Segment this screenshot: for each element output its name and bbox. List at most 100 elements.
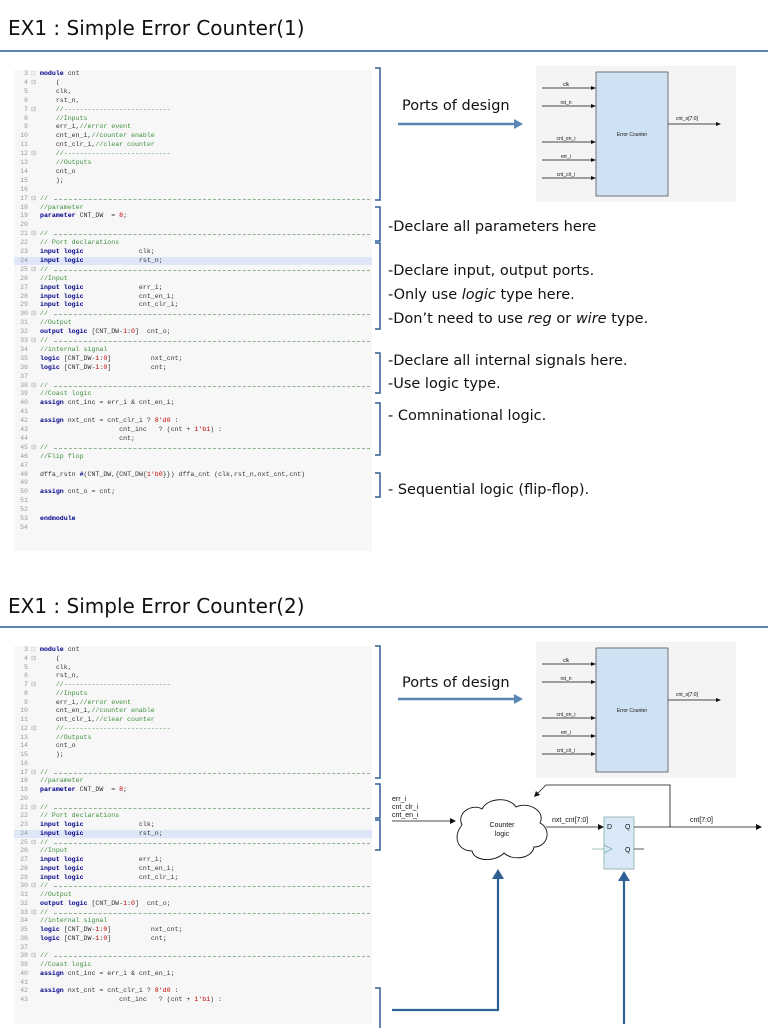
code-text: cnt_inc ? (cnt + 1'b1) : (40, 996, 223, 1003)
fold-icon[interactable]: ⊟ (31, 803, 37, 811)
fold-icon[interactable]: □ (31, 646, 35, 653)
line-number: 22 (20, 239, 28, 247)
output-label: cnt_o[7:0] (676, 692, 699, 698)
fold-icon[interactable]: ⊟ (31, 724, 37, 732)
line-number: 54 (20, 523, 28, 531)
code-line: 25⊟// (14, 266, 372, 274)
ports-label: Ports of design (402, 98, 510, 114)
line-number: 48 (20, 470, 28, 478)
line-number: 31 (20, 891, 28, 898)
code-text: // (40, 768, 48, 776)
code-text: clk, (40, 87, 72, 95)
code-text: //Output (40, 891, 72, 898)
code-line: 15 ); (14, 177, 372, 185)
code-line: 21⊟// (14, 804, 372, 812)
line-number: 5 (24, 87, 28, 95)
code-text: // (40, 381, 48, 389)
code-line: 49 (14, 479, 372, 487)
code-line: 6 rst_n, (14, 97, 372, 105)
input-arrowhead (591, 86, 596, 90)
input-label: cnt_clr_i (557, 748, 576, 754)
code-text: parameter CNT_DW = 8; (40, 212, 128, 220)
fold-icon[interactable]: ⊟ (31, 78, 37, 86)
line-number: 51 (20, 497, 28, 505)
fold-icon[interactable]: ⊟ (31, 105, 37, 113)
fold-icon[interactable]: ⊟ (31, 381, 37, 389)
code-line: 34//internal signal (14, 346, 372, 354)
code-text: assign cnt_inc = err_i & cnt_en_i; (40, 969, 175, 977)
line-number: 38 (20, 952, 28, 960)
line-number: 8 (24, 114, 28, 122)
code-text: //Output (40, 319, 72, 327)
code-text: // Port declarations (40, 812, 120, 820)
code-line: 43 cnt_inc ? (cnt + 1'b1) : (14, 996, 372, 1004)
code-line: 13 //Outputs (14, 734, 372, 742)
fold-icon[interactable]: ⊟ (31, 230, 37, 238)
line-number: 20 (20, 794, 28, 802)
line-number: 7 (24, 681, 28, 688)
line-number: 6 (24, 96, 28, 104)
slide-2: EX1 : Simple Error Counter(2) 3□module c… (0, 580, 768, 1028)
line-number: 16 (20, 759, 28, 767)
line-number: 6 (24, 672, 28, 680)
code-line: 45⊟// (14, 444, 372, 452)
fold-icon[interactable]: ⊟ (31, 681, 37, 688)
fold-icon[interactable]: ⊟ (31, 654, 37, 662)
line-number: 24 (20, 829, 28, 837)
line-number: 28 (20, 292, 28, 300)
code-text: input logic err_i; (40, 283, 163, 291)
line-number: 45 (20, 443, 28, 451)
line-number: 31 (20, 319, 28, 327)
code-line: 39//Coast logic (14, 390, 372, 398)
line-number: 25 (20, 265, 28, 273)
line-number: 19 (20, 786, 28, 793)
fold-icon[interactable]: ⊟ (31, 310, 37, 318)
fold-icon[interactable]: ⊟ (31, 768, 37, 776)
code-line: 47 (14, 462, 372, 470)
line-number: 53 (20, 515, 28, 522)
fold-icon[interactable]: ⊟ (31, 952, 37, 960)
code-text: logic [CNT_DW-1:0] nxt_cnt; (40, 926, 183, 933)
fold-icon[interactable]: ⊟ (31, 882, 37, 890)
input-clr: cnt_clr_i (392, 804, 419, 811)
code-line: 10 cnt_en_i,//counter enable (14, 707, 372, 715)
code-text: // (40, 882, 48, 890)
separator-line (54, 807, 370, 809)
input-label: cnt_en_i (557, 136, 576, 142)
code-text: endmodule (40, 515, 76, 522)
fold-icon[interactable]: ⊟ (31, 443, 37, 451)
input-arrowhead (591, 176, 596, 180)
fold-icon[interactable]: ⊟ (31, 337, 37, 344)
fold-icon[interactable]: ⊟ (31, 838, 37, 846)
code-line: 17⊟// (14, 195, 372, 203)
line-number: 14 (20, 167, 28, 175)
code-text: //--------------------------- (40, 681, 171, 688)
separator-line (54, 269, 370, 271)
fold-icon[interactable]: ⊟ (31, 194, 37, 202)
code-line: 41 (14, 979, 372, 987)
code-text: logic [CNT_DW-1:0] cnt; (40, 934, 167, 942)
line-number: 42 (20, 987, 28, 995)
input-label: clk (563, 658, 570, 664)
line-number: 9 (24, 698, 28, 706)
flip-flop (603, 816, 635, 870)
code-line: 43 cnt_inc ? (cnt + 1'b1) : (14, 426, 372, 434)
code-line: 22// Port declarations (14, 812, 372, 820)
fold-icon[interactable]: □ (31, 70, 35, 77)
fold-icon[interactable]: ⊟ (31, 908, 37, 916)
line-number: 8 (24, 689, 28, 697)
input-arrowhead (591, 662, 596, 666)
code-line: 30⊟// (14, 310, 372, 318)
input-label: cnt_clr_i (557, 172, 576, 178)
code-text: input logic cnt_clr_i; (40, 873, 179, 881)
fold-icon[interactable]: ⊟ (31, 150, 37, 158)
line-number: 34 (20, 345, 28, 353)
code-text: input logic cnt_en_i; (40, 864, 175, 872)
line-number: 13 (20, 159, 28, 166)
code-text: // (40, 310, 48, 318)
fold-icon[interactable]: ⊟ (31, 265, 37, 273)
separator-line (54, 912, 370, 914)
